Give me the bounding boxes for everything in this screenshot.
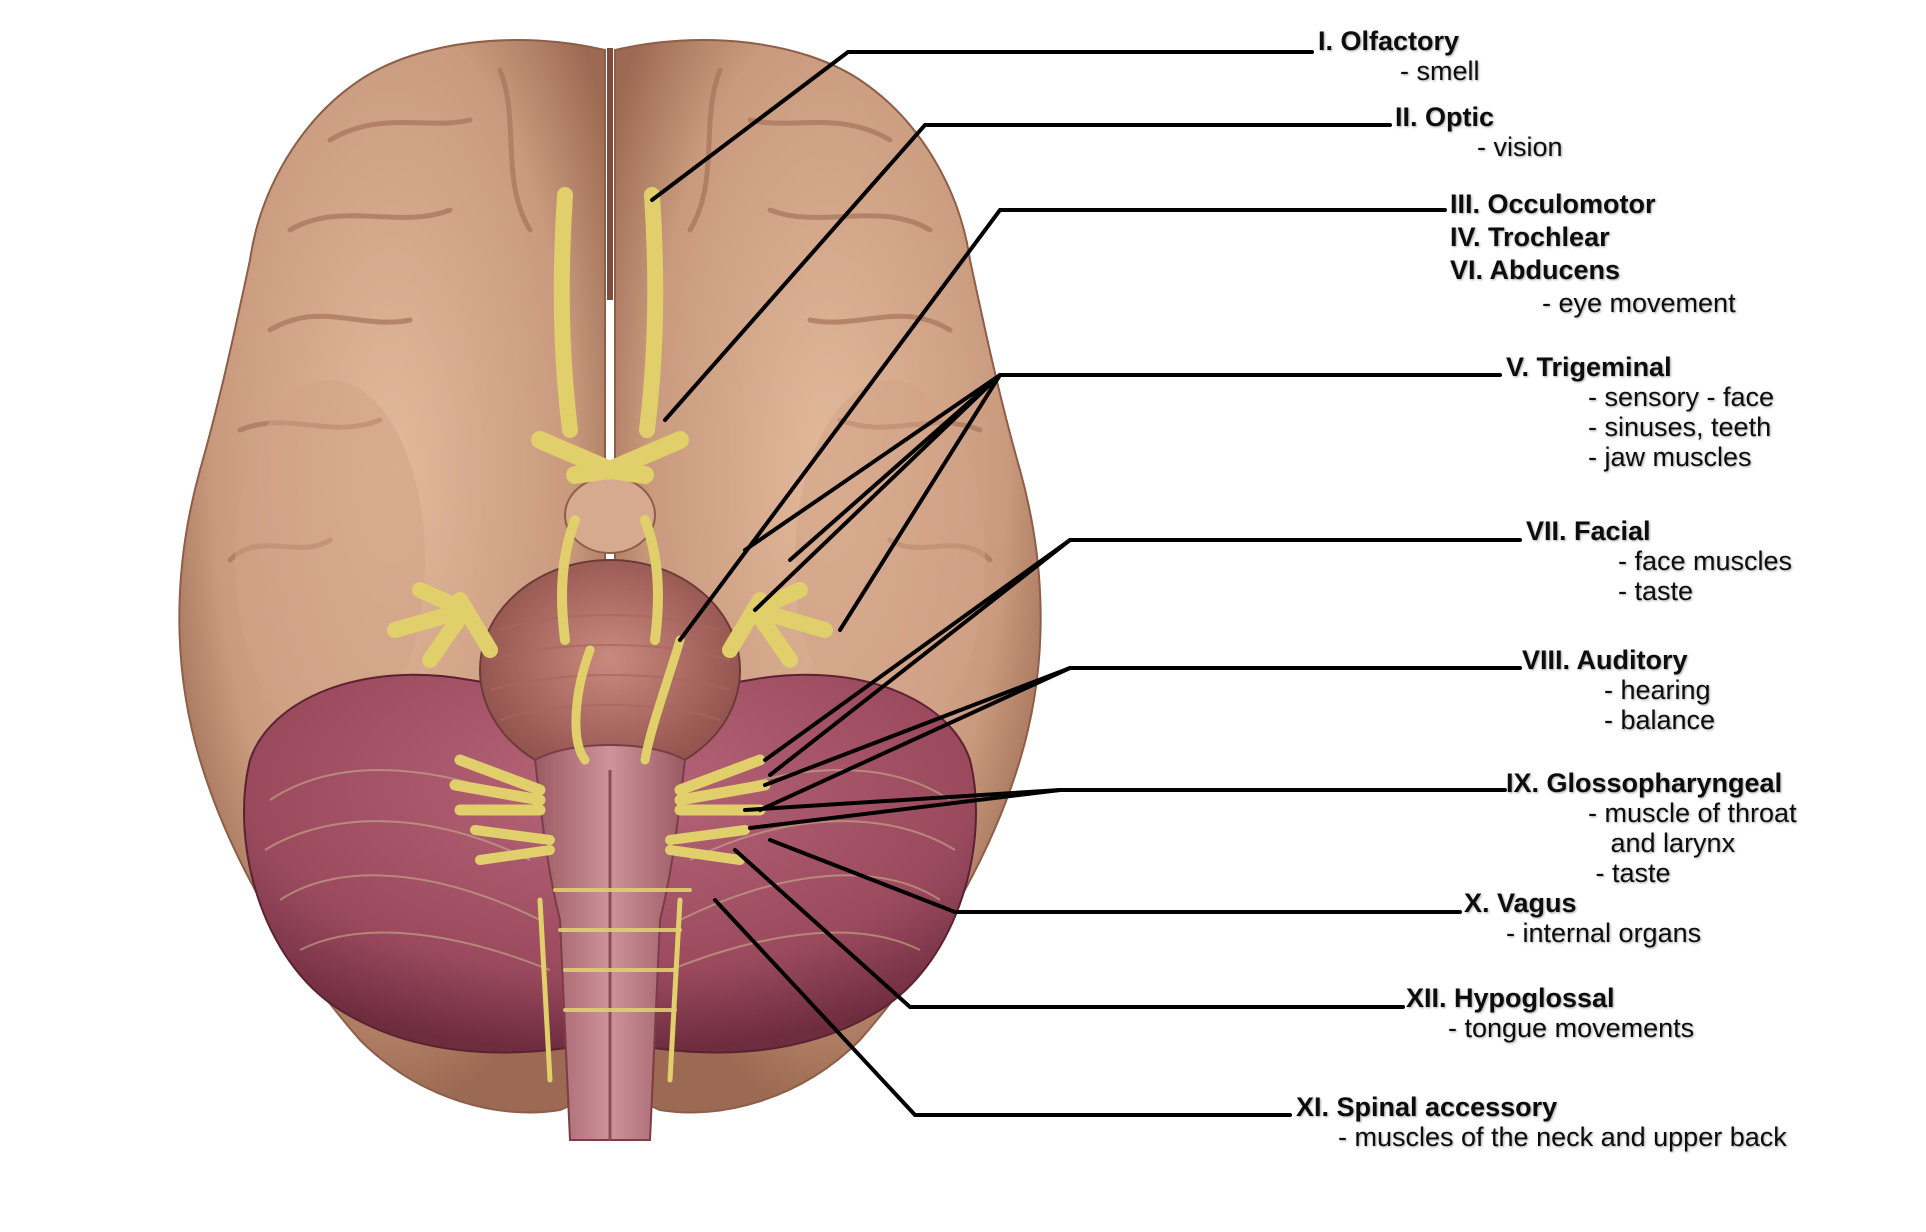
label-function: - internal organs (1464, 918, 1701, 948)
label-function: - eye movement (1450, 287, 1736, 320)
label-function: - jaw muscles (1506, 442, 1774, 472)
label-function: - face muscles (1526, 546, 1792, 576)
label-name: XI. Spinal accessory (1296, 1092, 1787, 1122)
label-vagus: X. Vagus - internal organs (1464, 888, 1701, 948)
label-name: XII. Hypoglossal (1406, 983, 1694, 1013)
label-trigeminal: V. Trigeminal - sensory - face - sinuses… (1506, 352, 1774, 472)
label-function: - taste (1526, 576, 1792, 606)
label-name: V. Trigeminal (1506, 352, 1774, 382)
label-function: - balance (1522, 705, 1715, 735)
label-name: VII. Facial (1526, 516, 1792, 546)
label-auditory: VIII. Auditory - hearing - balance (1522, 645, 1715, 735)
label-function: - tongue movements (1406, 1013, 1694, 1043)
label-name: VI. Abducens (1450, 254, 1736, 287)
label-name: IX. Glossopharyngeal (1506, 768, 1797, 798)
label-function: - sensory - face (1506, 382, 1774, 412)
label-facial: VII. Facial - face muscles - taste (1526, 516, 1792, 606)
olfactory-tract-right (647, 195, 655, 430)
label-name: III. Occulomotor (1450, 188, 1736, 221)
label-function: - muscles of the neck and upper back (1296, 1122, 1787, 1152)
olfactory-tract-left (562, 195, 570, 430)
label-function: and larynx (1506, 828, 1797, 858)
label-name: VIII. Auditory (1522, 645, 1715, 675)
label-function: - vision (1395, 132, 1563, 162)
label-name: IV. Trochlear (1450, 221, 1736, 254)
label-function: - muscle of throat (1506, 798, 1797, 828)
label-function: - smell (1318, 56, 1480, 86)
label-function: - sinuses, teeth (1506, 412, 1774, 442)
label-function: - hearing (1522, 675, 1715, 705)
label-glossopharyngeal: IX. Glossopharyngeal - muscle of throat … (1506, 768, 1797, 888)
label-spinal-accessory: XI. Spinal accessory - muscles of the ne… (1296, 1092, 1787, 1152)
pituitary-stalk (565, 477, 655, 553)
label-olfactory: I. Olfactory - smell (1318, 26, 1480, 86)
brain-illustration (179, 40, 1040, 1140)
label-eye-movement: III. Occulomotor IV. Trochlear VI. Abduc… (1450, 188, 1736, 320)
label-function: - taste (1506, 858, 1797, 888)
label-name: II. Optic (1395, 102, 1563, 132)
label-hypoglossal: XII. Hypoglossal - tongue movements (1406, 983, 1694, 1043)
label-optic: II. Optic - vision (1395, 102, 1563, 162)
label-name: X. Vagus (1464, 888, 1701, 918)
label-name: I. Olfactory (1318, 26, 1480, 56)
